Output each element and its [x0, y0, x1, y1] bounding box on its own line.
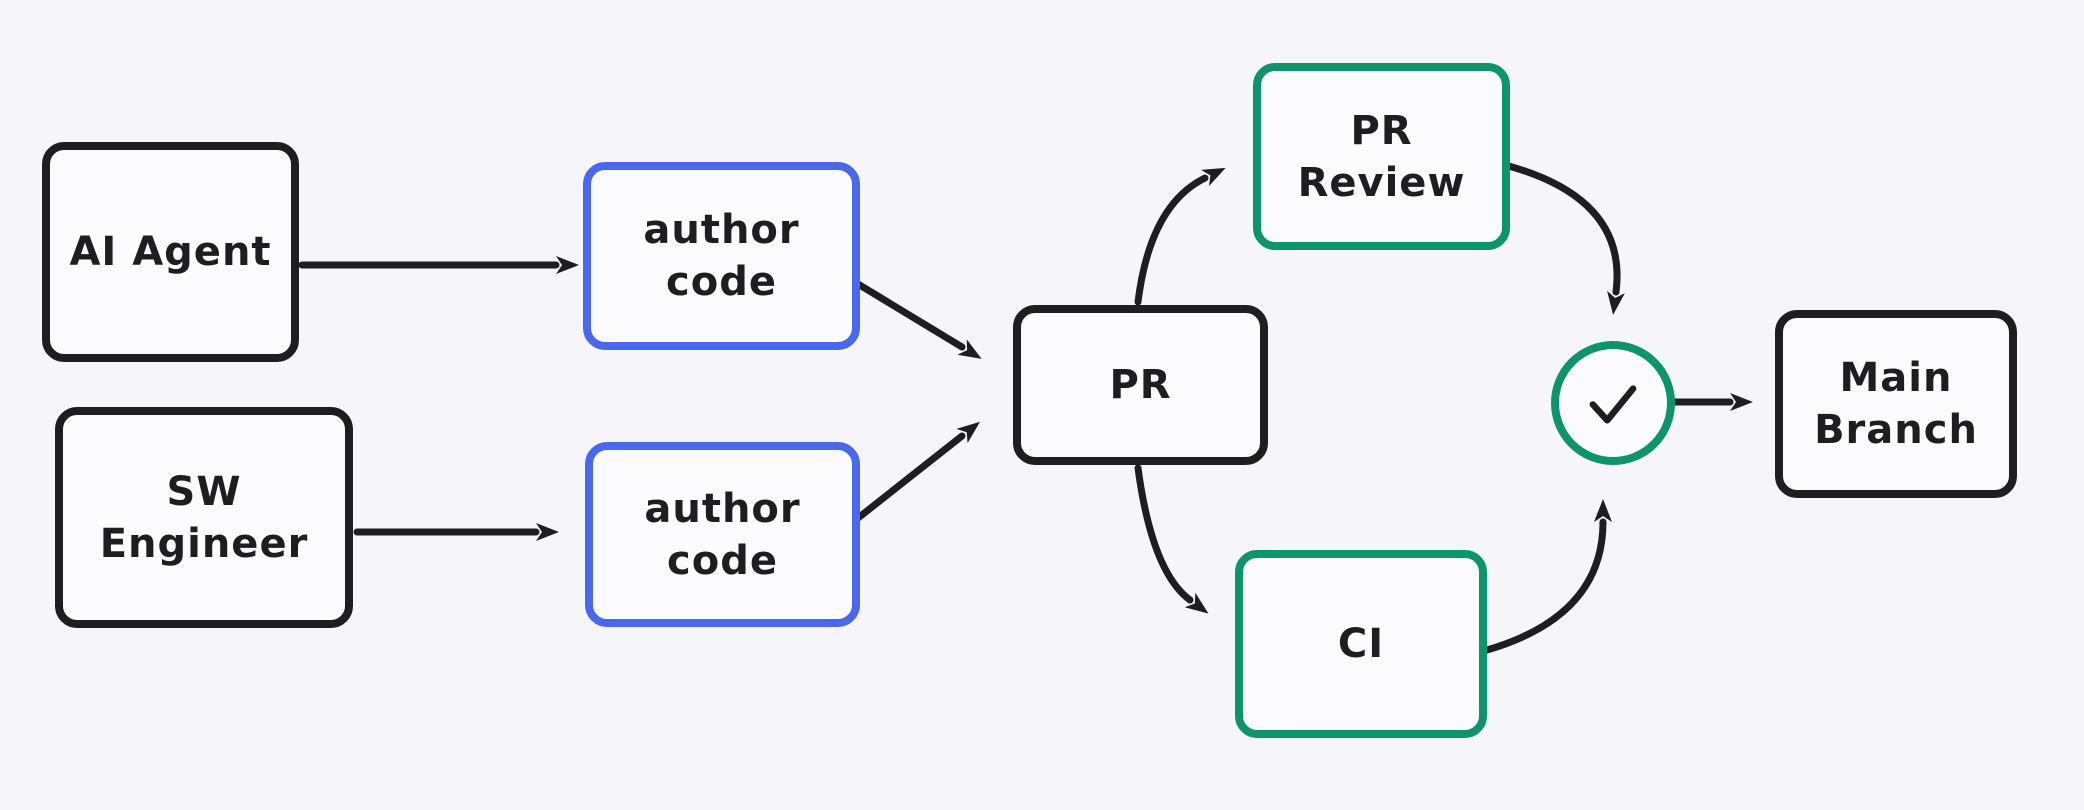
node-pr-review-label-line1: PR [1350, 107, 1413, 154]
node-author-code-bottom: author code [585, 442, 860, 627]
node-ai-agent-label: AI Agent [69, 229, 272, 275]
node-sw-engineer-label-line2: Engineer [99, 520, 309, 567]
arrow-author-code-bottom-to-pr [849, 421, 981, 526]
arrow-ci-to-check [1483, 499, 1612, 654]
node-main-branch-label-line1: Main [1839, 355, 1953, 401]
node-author-code-bottom-label-line1: author [644, 485, 801, 532]
node-pr: PR [1013, 305, 1268, 465]
node-ci-label: CI [1337, 621, 1385, 667]
node-author-code-top: author code [583, 162, 860, 350]
node-author-code-top-label-line1: author [643, 207, 800, 253]
node-ci: CI [1235, 550, 1487, 738]
node-approval-check-circle [1551, 341, 1675, 465]
checkmark-icon [1589, 385, 1637, 424]
node-main-branch-label-line2: Branch [1814, 407, 1978, 453]
node-author-code-bottom-label-line2: code [667, 537, 778, 584]
arrow-author-code-top-to-pr [849, 277, 982, 359]
arrow-pr-to-ci [1134, 464, 1209, 614]
node-sw-engineer: SW Engineer [55, 407, 353, 628]
node-main-branch: Main Branch [1775, 310, 2017, 498]
node-pr-review: PR Review [1253, 63, 1510, 250]
node-sw-engineer-label-line1: SW [166, 468, 242, 515]
node-author-code-top-label-line2: code [666, 259, 777, 305]
node-pr-label: PR [1109, 362, 1172, 408]
arrow-pr-to-pr-review [1134, 167, 1226, 306]
arrow-pr-review-to-check [1501, 161, 1625, 315]
node-ai-agent: AI Agent [42, 142, 299, 362]
node-pr-review-label-line2: Review [1297, 159, 1466, 206]
